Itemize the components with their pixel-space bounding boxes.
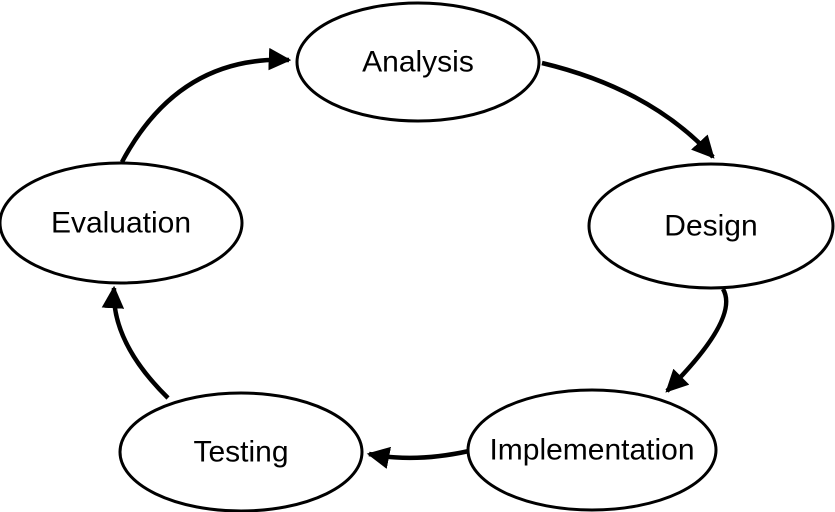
node-design-shape[interactable] xyxy=(587,162,835,290)
node-design-label: Design xyxy=(664,210,757,243)
node-implementation-label: Implementation xyxy=(489,434,694,467)
edge-evaluation-to-analysis xyxy=(120,47,292,164)
edge-design-to-implementation xyxy=(665,287,729,393)
node-evaluation[interactable]: Evaluation xyxy=(0,161,244,285)
node-implementation[interactable]: Implementation xyxy=(466,388,718,512)
node-testing-label: Testing xyxy=(193,436,288,469)
node-analysis-label: Analysis xyxy=(362,46,474,79)
node-testing-shape[interactable] xyxy=(118,391,364,512)
node-analysis[interactable]: Analysis xyxy=(295,1,541,123)
node-analysis-shape[interactable] xyxy=(295,1,541,123)
node-implementation-shape[interactable] xyxy=(466,388,718,512)
node-evaluation-label: Evaluation xyxy=(51,207,191,240)
edge-implementation-to-testing xyxy=(366,446,470,469)
node-testing[interactable]: Testing xyxy=(118,391,364,512)
node-design[interactable]: Design xyxy=(587,162,835,290)
node-evaluation-shape[interactable] xyxy=(0,161,244,285)
edge-analysis-to-design xyxy=(541,60,715,159)
edge-testing-to-evaluation xyxy=(101,285,170,400)
